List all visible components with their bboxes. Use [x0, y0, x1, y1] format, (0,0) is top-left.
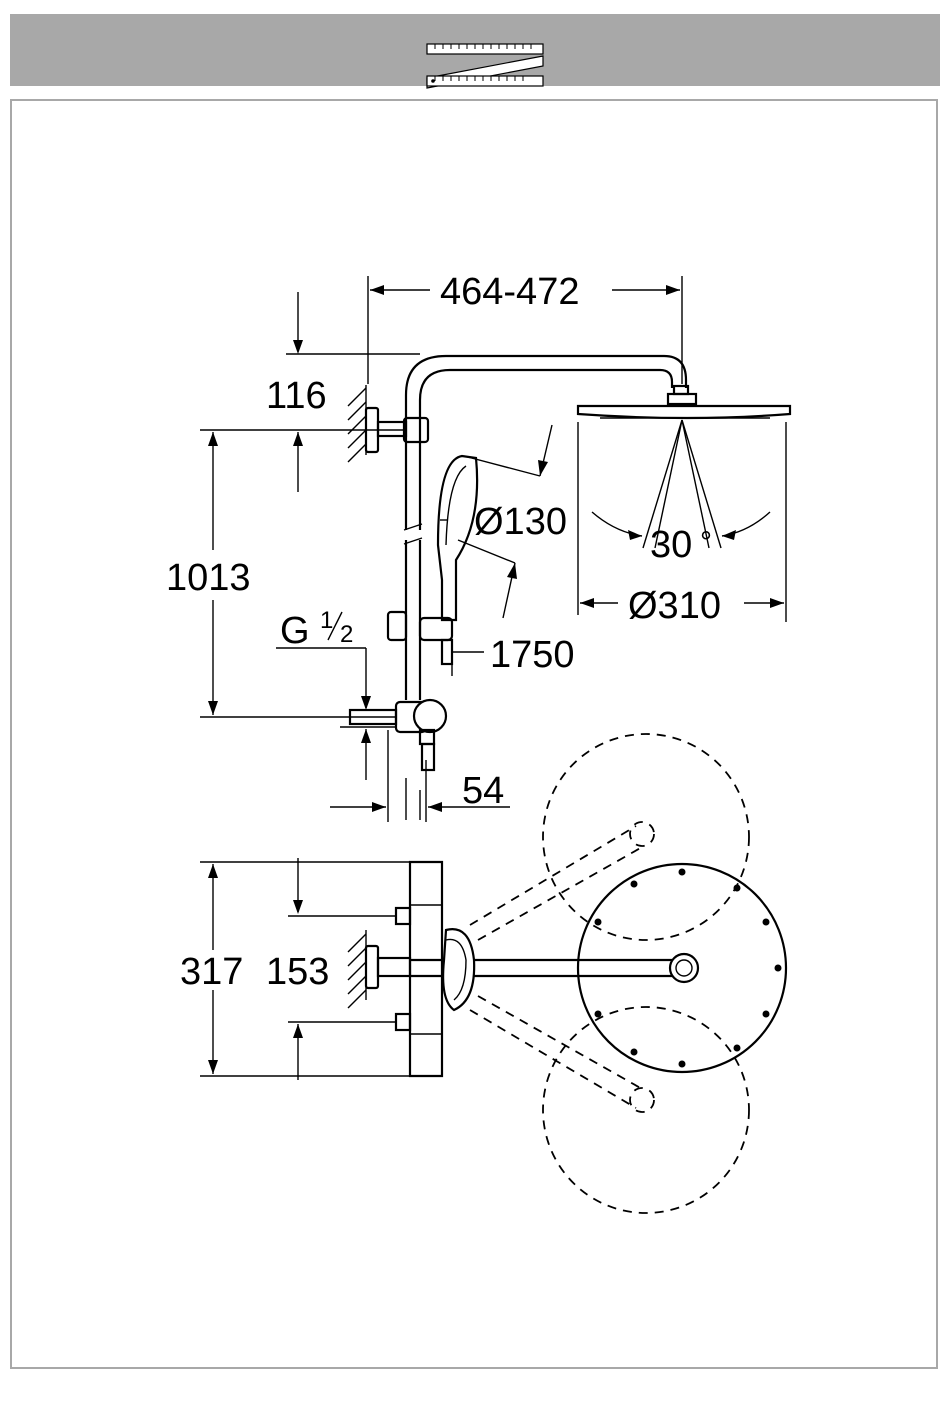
- pipe-offset-label: 54: [462, 770, 504, 812]
- thread-numerator-label: 1: [320, 607, 333, 634]
- spray-angle-unit: °: [700, 526, 712, 559]
- bracket-height-label: 1013: [166, 557, 251, 599]
- ceiling-offset-label: 116: [266, 375, 327, 417]
- wall-hatch-lower: [348, 930, 366, 1008]
- thread-letter-label: G: [280, 610, 310, 652]
- hand-shower-diameter-label: Ø130: [474, 501, 567, 543]
- depth-total-label: 317: [180, 951, 243, 993]
- spray-angle-label: 30: [650, 524, 692, 566]
- depth-wall-label: 153: [266, 951, 329, 993]
- head-shower-diameter-label: Ø310: [628, 585, 721, 627]
- wall-hatch-upper: [348, 385, 366, 462]
- install-height-label: 1750: [490, 634, 575, 676]
- arm-length-label: 464-472: [440, 271, 579, 313]
- thread-denominator-label: 2: [340, 621, 353, 648]
